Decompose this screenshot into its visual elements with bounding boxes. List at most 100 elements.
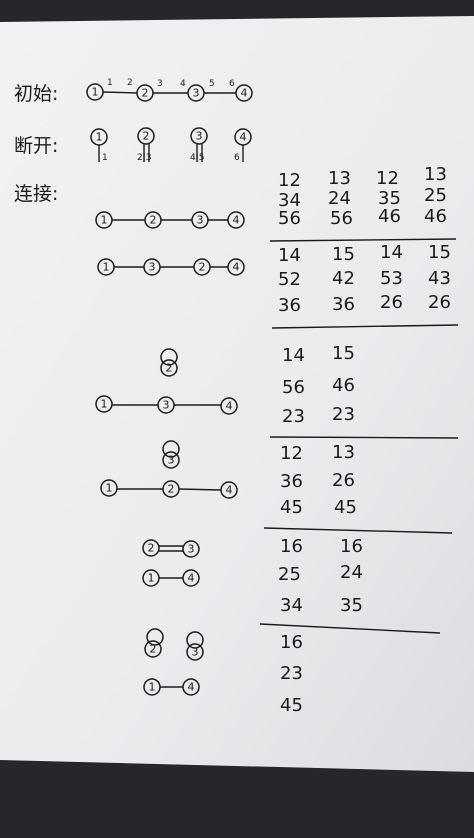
- connect-figure-3: 2 1 3 4: [95, 348, 238, 415]
- end-mark: 2|3: [137, 153, 151, 163]
- pair-value: 45: [280, 695, 303, 716]
- node-2: [193, 258, 211, 276]
- node-label: 4: [188, 681, 195, 694]
- end-mark: 6: [229, 79, 235, 89]
- pair-value: 45: [280, 497, 303, 518]
- label-initial: 初始:: [14, 83, 58, 105]
- node-3: [191, 211, 209, 229]
- node-2: [162, 480, 180, 498]
- end-mark: 2: [127, 78, 133, 88]
- divider: [263, 527, 453, 534]
- initial-chain: 1 2 3 4 1 2 3 4 5 6: [86, 78, 253, 102]
- connect-figure-1: 1 2 3 4: [95, 211, 245, 229]
- pair-value: 35: [378, 188, 401, 209]
- node-label: 3: [168, 454, 175, 467]
- pair-value: 12: [376, 168, 399, 189]
- node-2: [144, 211, 162, 229]
- pair-value: 46: [378, 206, 401, 227]
- pair-value: 56: [330, 208, 353, 229]
- node-label: 1: [101, 398, 108, 411]
- end-mark: 5: [209, 79, 215, 89]
- node-2: [137, 127, 155, 145]
- pair-value: 43: [428, 268, 451, 289]
- node-label: 1: [106, 482, 113, 495]
- node-3: [186, 643, 204, 661]
- node-4: [220, 397, 238, 415]
- pair-value: 26: [380, 292, 403, 313]
- pair-value: 45: [334, 497, 357, 518]
- pairing-group-6: 16 23 45: [280, 632, 303, 716]
- node-label: 2: [142, 87, 149, 100]
- label-disconnect: 断开:: [14, 135, 58, 157]
- loop-ring: [186, 631, 204, 649]
- pair-value: 26: [428, 292, 451, 313]
- node-label: 3: [197, 214, 204, 227]
- pair-value: 25: [278, 564, 301, 585]
- pair-value: 36: [332, 294, 355, 315]
- node-4: [227, 211, 245, 229]
- pair-value: 46: [424, 206, 447, 227]
- pair-value: 34: [280, 595, 303, 616]
- loop-ring: [146, 628, 164, 646]
- node-3: [162, 451, 180, 469]
- node-label: 3: [149, 261, 156, 274]
- pair-value: 13: [328, 168, 351, 189]
- pair-value: 13: [424, 164, 447, 185]
- pair-value: 53: [380, 268, 403, 289]
- pairing-group-3: 14 56 23 15 46 23: [282, 343, 355, 427]
- node-4: [182, 569, 200, 587]
- divider: [269, 436, 459, 439]
- node-label: 4: [240, 131, 247, 144]
- pairing-group-1: 12 34 56 13 24 56 12 35 46 13 25 46: [278, 164, 447, 229]
- node-label: 4: [233, 214, 240, 227]
- connect-figure-4: 3 1 2 4: [100, 440, 238, 499]
- loop-ring: [160, 348, 178, 366]
- node-4: [227, 258, 245, 276]
- node-4: [220, 481, 238, 499]
- link: [102, 91, 138, 94]
- node-label: 1: [101, 214, 108, 227]
- node-1: [142, 569, 160, 587]
- pair-value: 36: [278, 295, 301, 316]
- node-label: 1: [103, 261, 110, 274]
- pair-value: 15: [428, 242, 451, 263]
- end-mark: 1: [102, 153, 108, 163]
- node-label: 3: [196, 130, 203, 143]
- node-label: 1: [96, 131, 103, 144]
- pairing-group-2: 14 52 36 15 42 36 14 53 26 15 43 26: [278, 242, 451, 316]
- node-label: 1: [148, 572, 155, 585]
- node-label: 1: [149, 681, 156, 694]
- pair-value: 35: [340, 595, 363, 616]
- label-connect: 连接:: [14, 183, 58, 205]
- pair-value: 15: [332, 244, 355, 265]
- node-2: [142, 539, 160, 557]
- node-1: [100, 479, 118, 497]
- node-label: 2: [143, 130, 150, 143]
- pair-value: 14: [282, 345, 305, 366]
- pair-value: 23: [332, 404, 355, 425]
- node-label: 2: [150, 643, 157, 656]
- divider: [259, 623, 441, 634]
- link: [178, 488, 222, 491]
- end-mark: 4|5: [190, 153, 204, 163]
- node-3: [143, 258, 161, 276]
- pair-value: 14: [380, 242, 403, 263]
- pair-value: 12: [280, 443, 303, 464]
- pair-value: 25: [424, 185, 447, 206]
- pair-value: 16: [280, 632, 303, 653]
- node-label: 1: [92, 86, 99, 99]
- end-mark: 3: [157, 79, 163, 89]
- node-label: 3: [163, 399, 170, 412]
- pair-value: 23: [282, 406, 305, 427]
- pair-value: 24: [340, 562, 363, 583]
- divider: [269, 238, 457, 242]
- pair-value: 16: [280, 536, 303, 557]
- node-label: 4: [188, 572, 195, 585]
- node-4: [182, 678, 200, 696]
- node-3: [157, 396, 175, 414]
- loop-ring: [162, 440, 180, 458]
- pair-value: 36: [280, 471, 303, 492]
- end-mark: 4: [180, 79, 186, 89]
- node-1: [95, 211, 113, 229]
- paper-sheet: [0, 16, 474, 772]
